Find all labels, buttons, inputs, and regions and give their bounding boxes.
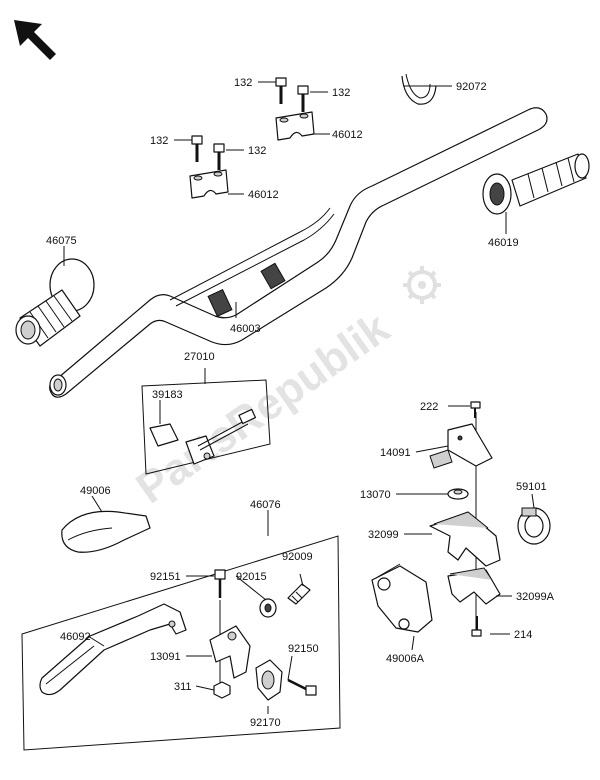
bracket-13091 bbox=[209, 625, 251, 679]
label-92150: 92150 bbox=[288, 643, 319, 655]
gear-icon bbox=[403, 266, 441, 304]
holder-46012-lower bbox=[189, 169, 229, 199]
bolt-132-b bbox=[297, 85, 309, 112]
clamp-92072 bbox=[401, 73, 437, 105]
label-132-c: 132 bbox=[150, 135, 168, 147]
label-32099A: 32099A bbox=[516, 591, 555, 603]
leader-lines bbox=[63, 81, 535, 714]
holder-46012-upper bbox=[275, 111, 315, 141]
nut-13070 bbox=[447, 488, 469, 500]
bolt-92151 bbox=[214, 569, 226, 598]
label-46076: 46076 bbox=[250, 499, 281, 511]
lever-box-46076 bbox=[21, 510, 341, 751]
label-14091: 14091 bbox=[380, 447, 411, 459]
label-92170: 92170 bbox=[250, 717, 281, 729]
part-labels: 132 132 92072 46012 132 132 46012 46075 … bbox=[46, 77, 555, 729]
label-49006A: 49006A bbox=[386, 653, 425, 665]
label-46075: 46075 bbox=[46, 235, 77, 247]
label-39183: 39183 bbox=[152, 389, 183, 401]
label-92009: 92009 bbox=[282, 551, 313, 563]
lever-46092 bbox=[39, 603, 187, 696]
label-132-d: 132 bbox=[248, 145, 266, 157]
cover-49006A bbox=[371, 563, 433, 633]
housing-32099 bbox=[429, 511, 501, 567]
nut-311 bbox=[213, 681, 231, 699]
label-132-b: 132 bbox=[332, 87, 350, 99]
clamp-59101 bbox=[517, 507, 551, 545]
adjuster-92009 bbox=[287, 573, 311, 605]
label-132-a: 132 bbox=[234, 77, 252, 89]
label-46019: 46019 bbox=[488, 237, 519, 249]
clamp-92170 bbox=[255, 659, 283, 701]
throttle-assembly bbox=[371, 401, 551, 637]
label-32099: 32099 bbox=[368, 529, 399, 541]
label-214: 214 bbox=[514, 629, 532, 641]
bolt-132-d bbox=[213, 143, 225, 170]
label-92151: 92151 bbox=[150, 571, 181, 583]
grip-46075 bbox=[15, 258, 95, 347]
screw-222 bbox=[470, 401, 481, 418]
label-46012-upper: 46012 bbox=[332, 129, 363, 141]
switch-box-27010 bbox=[141, 368, 271, 475]
label-222: 222 bbox=[420, 401, 438, 413]
label-92015: 92015 bbox=[236, 571, 267, 583]
grip-46019 bbox=[482, 153, 590, 215]
label-92072: 92072 bbox=[456, 81, 487, 93]
screw-92015 bbox=[259, 598, 277, 618]
screw-214 bbox=[471, 616, 482, 637]
label-49006: 49006 bbox=[80, 485, 111, 497]
bolt-132-c bbox=[191, 135, 203, 162]
bolt-132-a bbox=[275, 77, 287, 104]
watermark-text: PartsRepublik bbox=[128, 303, 399, 513]
label-59101: 59101 bbox=[516, 481, 547, 493]
cover-49006 bbox=[61, 510, 151, 553]
label-311: 311 bbox=[174, 681, 192, 693]
label-46012-lower: 46012 bbox=[248, 189, 279, 201]
label-46092: 46092 bbox=[60, 631, 91, 643]
bolt-92150 bbox=[287, 678, 317, 696]
label-13070: 13070 bbox=[360, 489, 391, 501]
arrow-up-left-icon bbox=[14, 20, 56, 60]
label-27010: 27010 bbox=[184, 351, 215, 363]
cover-14091 bbox=[429, 423, 493, 469]
label-46003: 46003 bbox=[230, 323, 261, 335]
housing-32099A bbox=[447, 567, 501, 605]
label-13091: 13091 bbox=[150, 651, 181, 663]
